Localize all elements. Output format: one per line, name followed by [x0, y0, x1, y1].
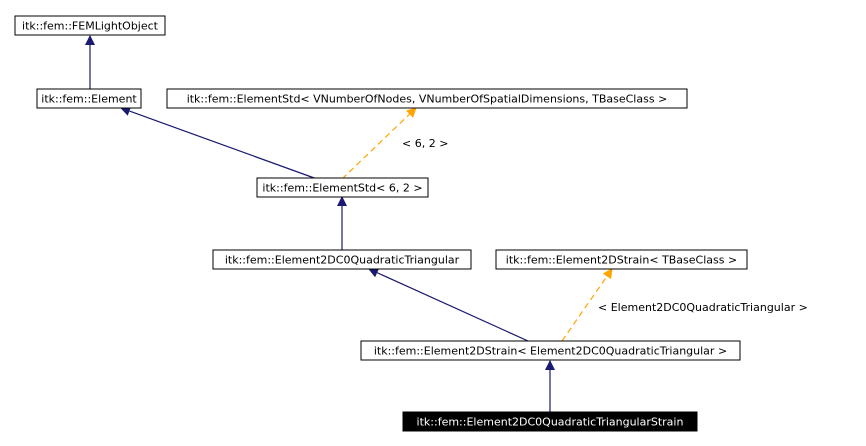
node-elementstd-template[interactable]: itk::fem::ElementStd< VNumberOfNodes, VN… — [166, 88, 688, 109]
node-femlightobject[interactable]: itk::fem::FEMLightObject — [14, 15, 166, 36]
edge-elementstd62-to-elementstd-template — [341, 107, 417, 180]
node-label: itk::fem::ElementStd< 6, 2 > — [262, 182, 422, 195]
node-elementstd-6-2[interactable]: itk::fem::ElementStd< 6, 2 > — [256, 177, 429, 198]
node-element2dc0-quadratic-triangular[interactable]: itk::fem::Element2DC0QuadraticTriangular — [212, 249, 472, 270]
node-label: itk::fem::ElementStd< VNumberOfNodes, VN… — [187, 93, 668, 106]
node-label-current: itk::fem::Element2DC0QuadraticTriangular… — [417, 416, 684, 429]
edge-elementstd62-to-element — [120, 106, 318, 180]
node-label: itk::fem::Element2DStrain< TBaseClass > — [506, 254, 737, 267]
node-label: itk::fem::Element2DStrain< Element2DC0Qu… — [374, 345, 727, 358]
node-label: itk::fem::Element2DC0QuadraticTriangular — [225, 254, 460, 267]
node-element2dstrain-instance[interactable]: itk::fem::Element2DStrain< Element2DC0Qu… — [360, 340, 741, 361]
edge-label-element2dstrain-params: < Element2DC0QuadraticTriangular > — [598, 301, 808, 314]
node-element2dstrain-template[interactable]: itk::fem::Element2DStrain< TBaseClass > — [495, 249, 748, 270]
node-element[interactable]: itk::fem::Element — [36, 88, 142, 109]
edge-label-elementstd-params: < 6, 2 > — [402, 137, 448, 150]
node-element2dc0-quadratic-triangular-strain: itk::fem::Element2DC0QuadraticTriangular… — [402, 411, 698, 432]
edge-strain-instance-to-strain-template — [561, 268, 613, 342]
node-label: itk::fem::FEMLightObject — [22, 20, 159, 33]
node-label: itk::fem::Element — [41, 93, 137, 106]
edge-strain-instance-to-quadtri — [368, 268, 529, 342]
